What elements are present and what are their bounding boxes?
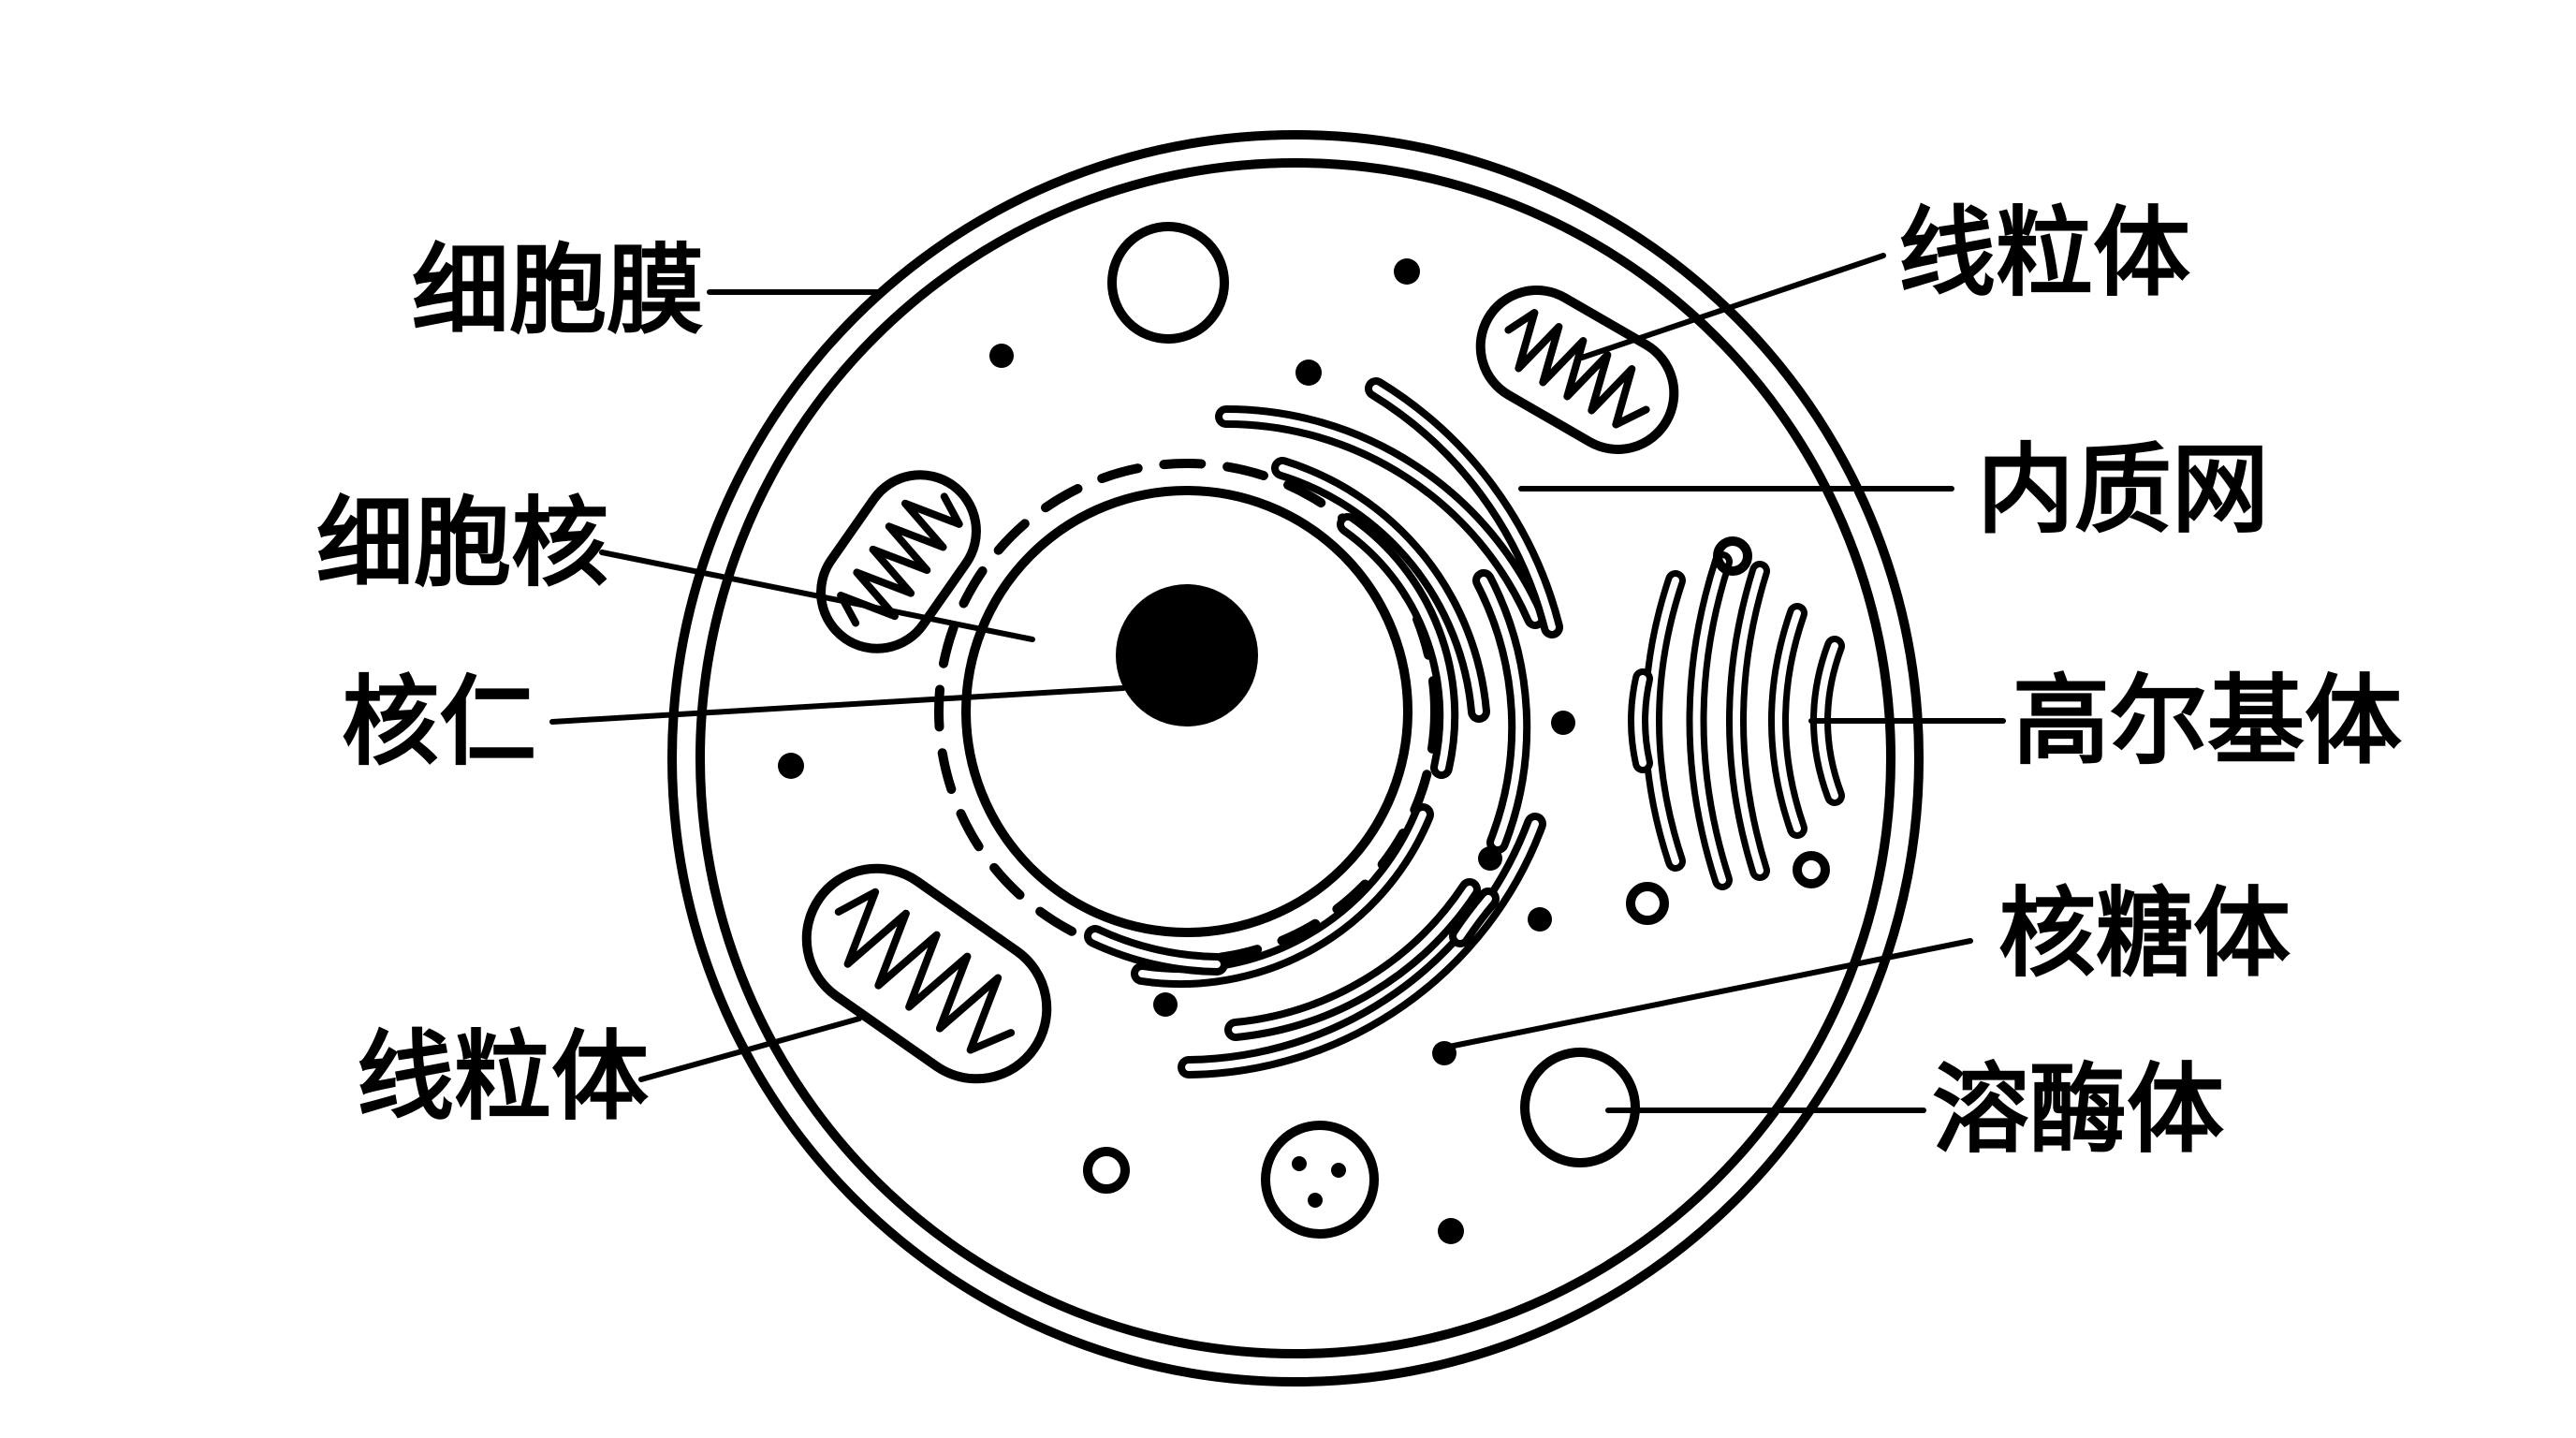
label-lysosome: 溶酶体 — [1932, 1052, 2225, 1167]
cell-membrane-outer — [667, 130, 1924, 1387]
cell-membrane-inner — [695, 158, 1895, 1358]
golgi-vesicle — [1793, 851, 1830, 888]
mitochondrion-bottom-left — [801, 863, 1052, 1084]
label-nucleus: 细胞核 — [316, 486, 609, 600]
golgi-vesicle — [1713, 536, 1752, 576]
label-golgi: 高尔基体 — [2012, 664, 2403, 778]
vesicle-with-granules — [1261, 1121, 1379, 1239]
mitochondrion-top-right — [1475, 286, 1679, 454]
golgi-vesicle — [1626, 882, 1669, 925]
label-nucleolus: 核仁 — [342, 665, 537, 779]
nuclear-envelope-inner — [961, 486, 1412, 937]
golgi-apparatus — [1628, 551, 1845, 890]
leader-lines — [549, 253, 2006, 1113]
label-mitochondrion-left: 线粒体 — [357, 1020, 650, 1134]
label-ribosome: 核糖体 — [1998, 876, 2291, 990]
label-cell-membrane: 细胞膜 — [412, 233, 705, 347]
mitochondrion-top-left — [816, 470, 981, 653]
vesicle — [1107, 222, 1229, 344]
ribosomes — [778, 258, 1575, 1244]
nucleolus — [1116, 584, 1258, 726]
label-endoplasmic-reticulum: 内质网 — [1977, 433, 2270, 547]
label-mitochondrion-right: 线粒体 — [1898, 196, 2191, 310]
small-vesicle — [1083, 1147, 1130, 1194]
endoplasmic-reticulum — [1084, 377, 1563, 1078]
